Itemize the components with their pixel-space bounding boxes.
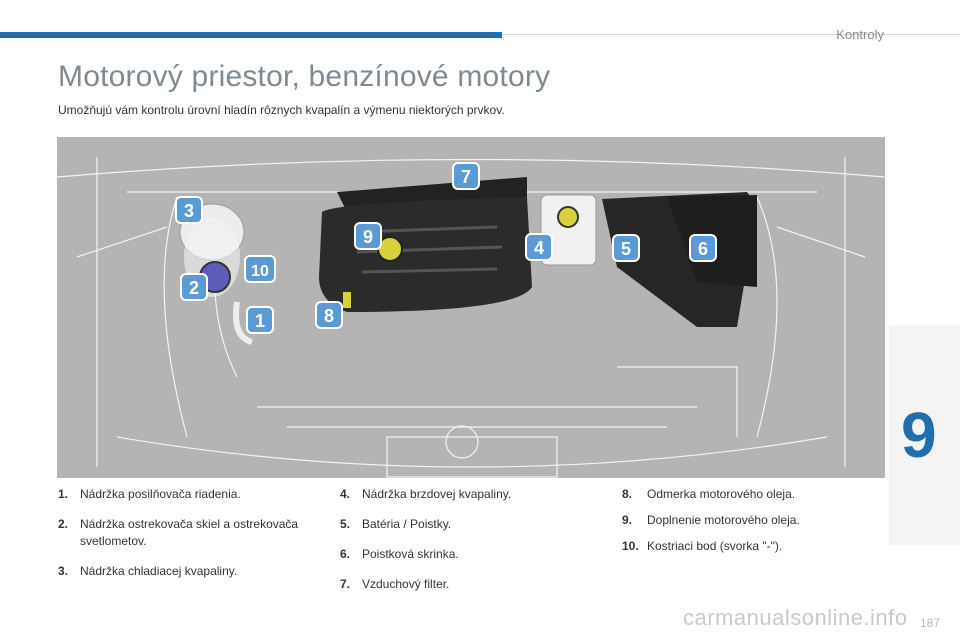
engine-bay-illustration: 1 2 3 4 5 6 7	[57, 137, 885, 478]
legend-item-text: Odmerka motorového oleja.	[647, 487, 796, 501]
legend-item-number: 5.	[340, 517, 351, 531]
callout-10: 10	[244, 255, 276, 283]
callout-3: 3	[175, 196, 203, 224]
legend-item-number: 6.	[340, 547, 351, 561]
callout-8: 8	[315, 301, 343, 329]
callout-3-label: 3	[184, 201, 194, 221]
callout-5-label: 5	[621, 239, 631, 259]
page-subtitle: Umožňujú vám kontrolu úrovní hladín rôzn…	[58, 103, 505, 117]
section-label: Kontroly	[836, 27, 884, 42]
legend-item-number: 10.	[622, 539, 639, 553]
legend-item-text: Nádržka posilňovača riadenia.	[80, 487, 241, 501]
legend-item-text: Nádržka chladiacej kvapaliny.	[80, 564, 238, 578]
legend-item-number: 8.	[622, 487, 633, 501]
header-divider	[502, 34, 960, 35]
legend-item-number: 4.	[340, 487, 351, 501]
legend-item-text: Doplnenie motorového oleja.	[647, 513, 800, 527]
legend-column-3: 8. Odmerka motorového oleja. 9. Doplneni…	[622, 486, 877, 564]
callout-7-label: 7	[461, 167, 471, 187]
callout-1-label: 1	[255, 311, 265, 331]
legend-item: 8. Odmerka motorového oleja.	[622, 486, 877, 503]
legend-item: 2. Nádržka ostrekovača skiel a ostrekova…	[58, 516, 310, 550]
callout-10-label: 10	[251, 263, 269, 280]
legend-item-text: Nádržka ostrekovača skiel a ostrekovača …	[80, 517, 299, 548]
chapter-tab	[889, 325, 960, 545]
page-number: 187	[919, 616, 940, 630]
legend-item: 5. Batéria / Poistky.	[340, 516, 592, 533]
callout-6: 6	[689, 234, 717, 262]
legend-item-number: 2.	[58, 517, 69, 531]
callout-2-label: 2	[189, 278, 199, 298]
legend-column-2: 4. Nádržka brzdovej kvapaliny. 5. Batéri…	[340, 486, 592, 606]
callout-7: 7	[452, 162, 480, 190]
legend-item-text: Vzduchový filter.	[362, 577, 450, 591]
legend-item: 9. Doplnenie motorového oleja.	[622, 512, 877, 529]
legend-column-1: 1. Nádržka posilňovača riadenia. 2. Nádr…	[58, 486, 310, 593]
callout-4-label: 4	[534, 238, 544, 258]
legend-item: 7. Vzduchový filter.	[340, 576, 592, 593]
page-title: Motorový priestor, benzínové motory	[58, 60, 551, 93]
watermark: carmanualsonline.info	[683, 605, 908, 630]
callout-5: 5	[612, 234, 640, 262]
callout-6-label: 6	[698, 239, 708, 259]
header-accent-bar	[0, 32, 502, 38]
legend-item-number: 9.	[622, 513, 633, 527]
legend-item-text: Batéria / Poistky.	[362, 517, 452, 531]
legend-item-text: Poistková skrinka.	[362, 547, 459, 561]
legend-item-text: Nádržka brzdovej kvapaliny.	[362, 487, 512, 501]
callout-4: 4	[525, 233, 553, 261]
callout-2: 2	[180, 273, 208, 301]
legend-item: 6. Poistková skrinka.	[340, 546, 592, 563]
legend-item: 10. Kostriaci bod (svorka "-").	[622, 538, 877, 555]
legend-item-number: 1.	[58, 487, 69, 501]
callout-1: 1	[246, 306, 274, 334]
callout-8-label: 8	[324, 306, 334, 326]
callout-9: 9	[354, 222, 382, 250]
legend-item: 1. Nádržka posilňovača riadenia.	[58, 486, 310, 503]
legend-item-text: Kostriaci bod (svorka "-").	[647, 539, 783, 553]
legend-item: 3. Nádržka chladiacej kvapaliny.	[58, 563, 310, 580]
legend-item: 4. Nádržka brzdovej kvapaliny.	[340, 486, 592, 503]
legend-item-number: 7.	[340, 577, 351, 591]
callout-layer: 1 2 3 4 5 6 7	[175, 162, 717, 334]
legend-item-number: 3.	[58, 564, 69, 578]
callout-9-label: 9	[363, 227, 373, 247]
chapter-number: 9	[901, 399, 937, 471]
